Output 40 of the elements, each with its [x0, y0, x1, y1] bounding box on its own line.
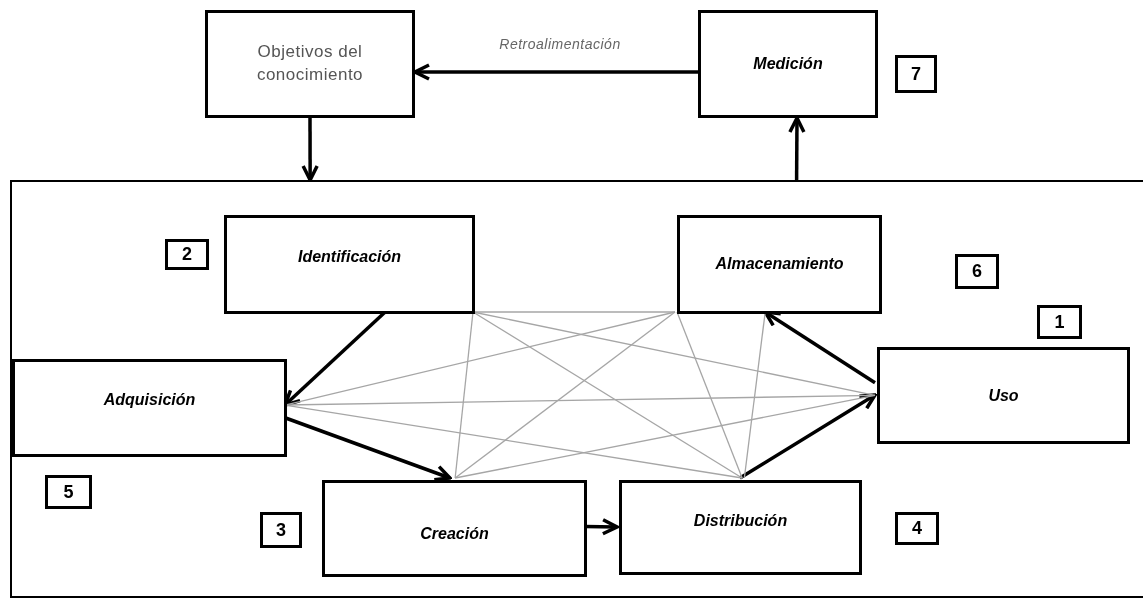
number-box	[955, 254, 999, 289]
arrow	[413, 63, 698, 81]
connector-line	[454, 394, 876, 479]
process-box	[619, 480, 862, 575]
process-box	[322, 480, 587, 577]
node-label: Objetivos del conocimiento	[255, 41, 365, 86]
process-box	[205, 10, 415, 118]
edge-label: Retroalimentación	[499, 36, 621, 52]
arrow	[301, 118, 319, 182]
process-box	[877, 347, 1130, 444]
node-label: Almacenamiento	[715, 254, 844, 274]
node-label: Uso	[988, 385, 1019, 406]
frame-box	[10, 180, 1143, 598]
number-box	[45, 475, 92, 509]
number-box	[260, 512, 302, 548]
connector-line	[454, 311, 676, 479]
number-box	[165, 239, 209, 270]
process-box	[12, 359, 287, 457]
step-number: 5	[63, 480, 74, 504]
arrow	[788, 116, 806, 180]
node-label: Medición	[753, 54, 823, 75]
node-label: Adquisición	[103, 390, 196, 410]
step-number: 7	[911, 62, 921, 86]
node-label: Creación	[420, 524, 489, 544]
step-number: 2	[182, 243, 192, 267]
number-box	[895, 512, 939, 545]
process-box	[698, 10, 878, 118]
connector-line	[472, 311, 743, 479]
process-box	[677, 215, 882, 314]
number-box	[895, 55, 937, 93]
connector-line	[676, 311, 743, 479]
step-number: 6	[972, 260, 982, 284]
arrow	[739, 393, 877, 480]
step-number: 3	[276, 518, 286, 542]
number-box	[1037, 305, 1082, 339]
process-box	[224, 215, 475, 314]
step-number: 4	[912, 517, 922, 541]
node-label: Identificación	[297, 247, 402, 267]
step-number: 1	[1054, 310, 1065, 334]
node-label: Distribución	[693, 511, 788, 531]
